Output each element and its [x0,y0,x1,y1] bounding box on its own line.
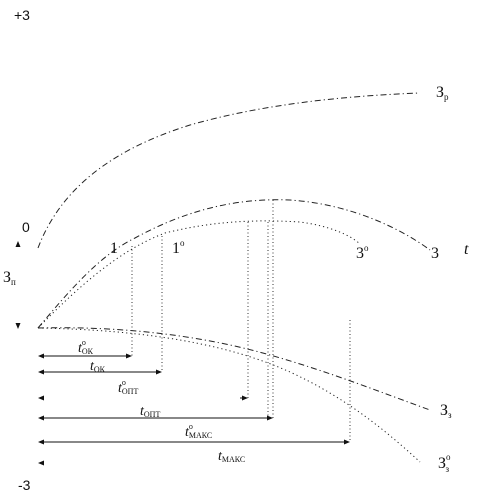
curve-reference [37,220,361,329]
interval-t6: tМАКС [38,449,245,466]
axis-bottom-value: -3 [18,477,31,493]
axis-top-value: +3 [14,7,30,23]
up-arrow-icon [15,241,21,247]
point-1: 1 [110,240,118,257]
interval-t4: tОПТ [38,404,273,421]
curve-zr-label: Зр [436,84,449,102]
curve-zz-ref [37,327,421,463]
down-arrow-icon [15,323,21,329]
curve-zz-label: Зз [440,402,452,420]
point-3o: 3o [356,243,369,262]
interval-t2-label: tОК [90,359,106,374]
point-1o: 1o [172,238,185,257]
interval-t4-label: tОПТ [140,404,160,419]
axis-zero-value: 0 [22,219,30,235]
point-3: 3 [431,245,439,262]
time-axis-label: t [464,241,469,258]
curve-zr [37,92,421,249]
left-axis-label: Зп [3,269,16,287]
curve-primary [37,199,431,329]
interval-t2: tОК [38,359,162,375]
interval-t6-label: tМАКС [218,449,245,464]
curve-zz [37,327,431,411]
